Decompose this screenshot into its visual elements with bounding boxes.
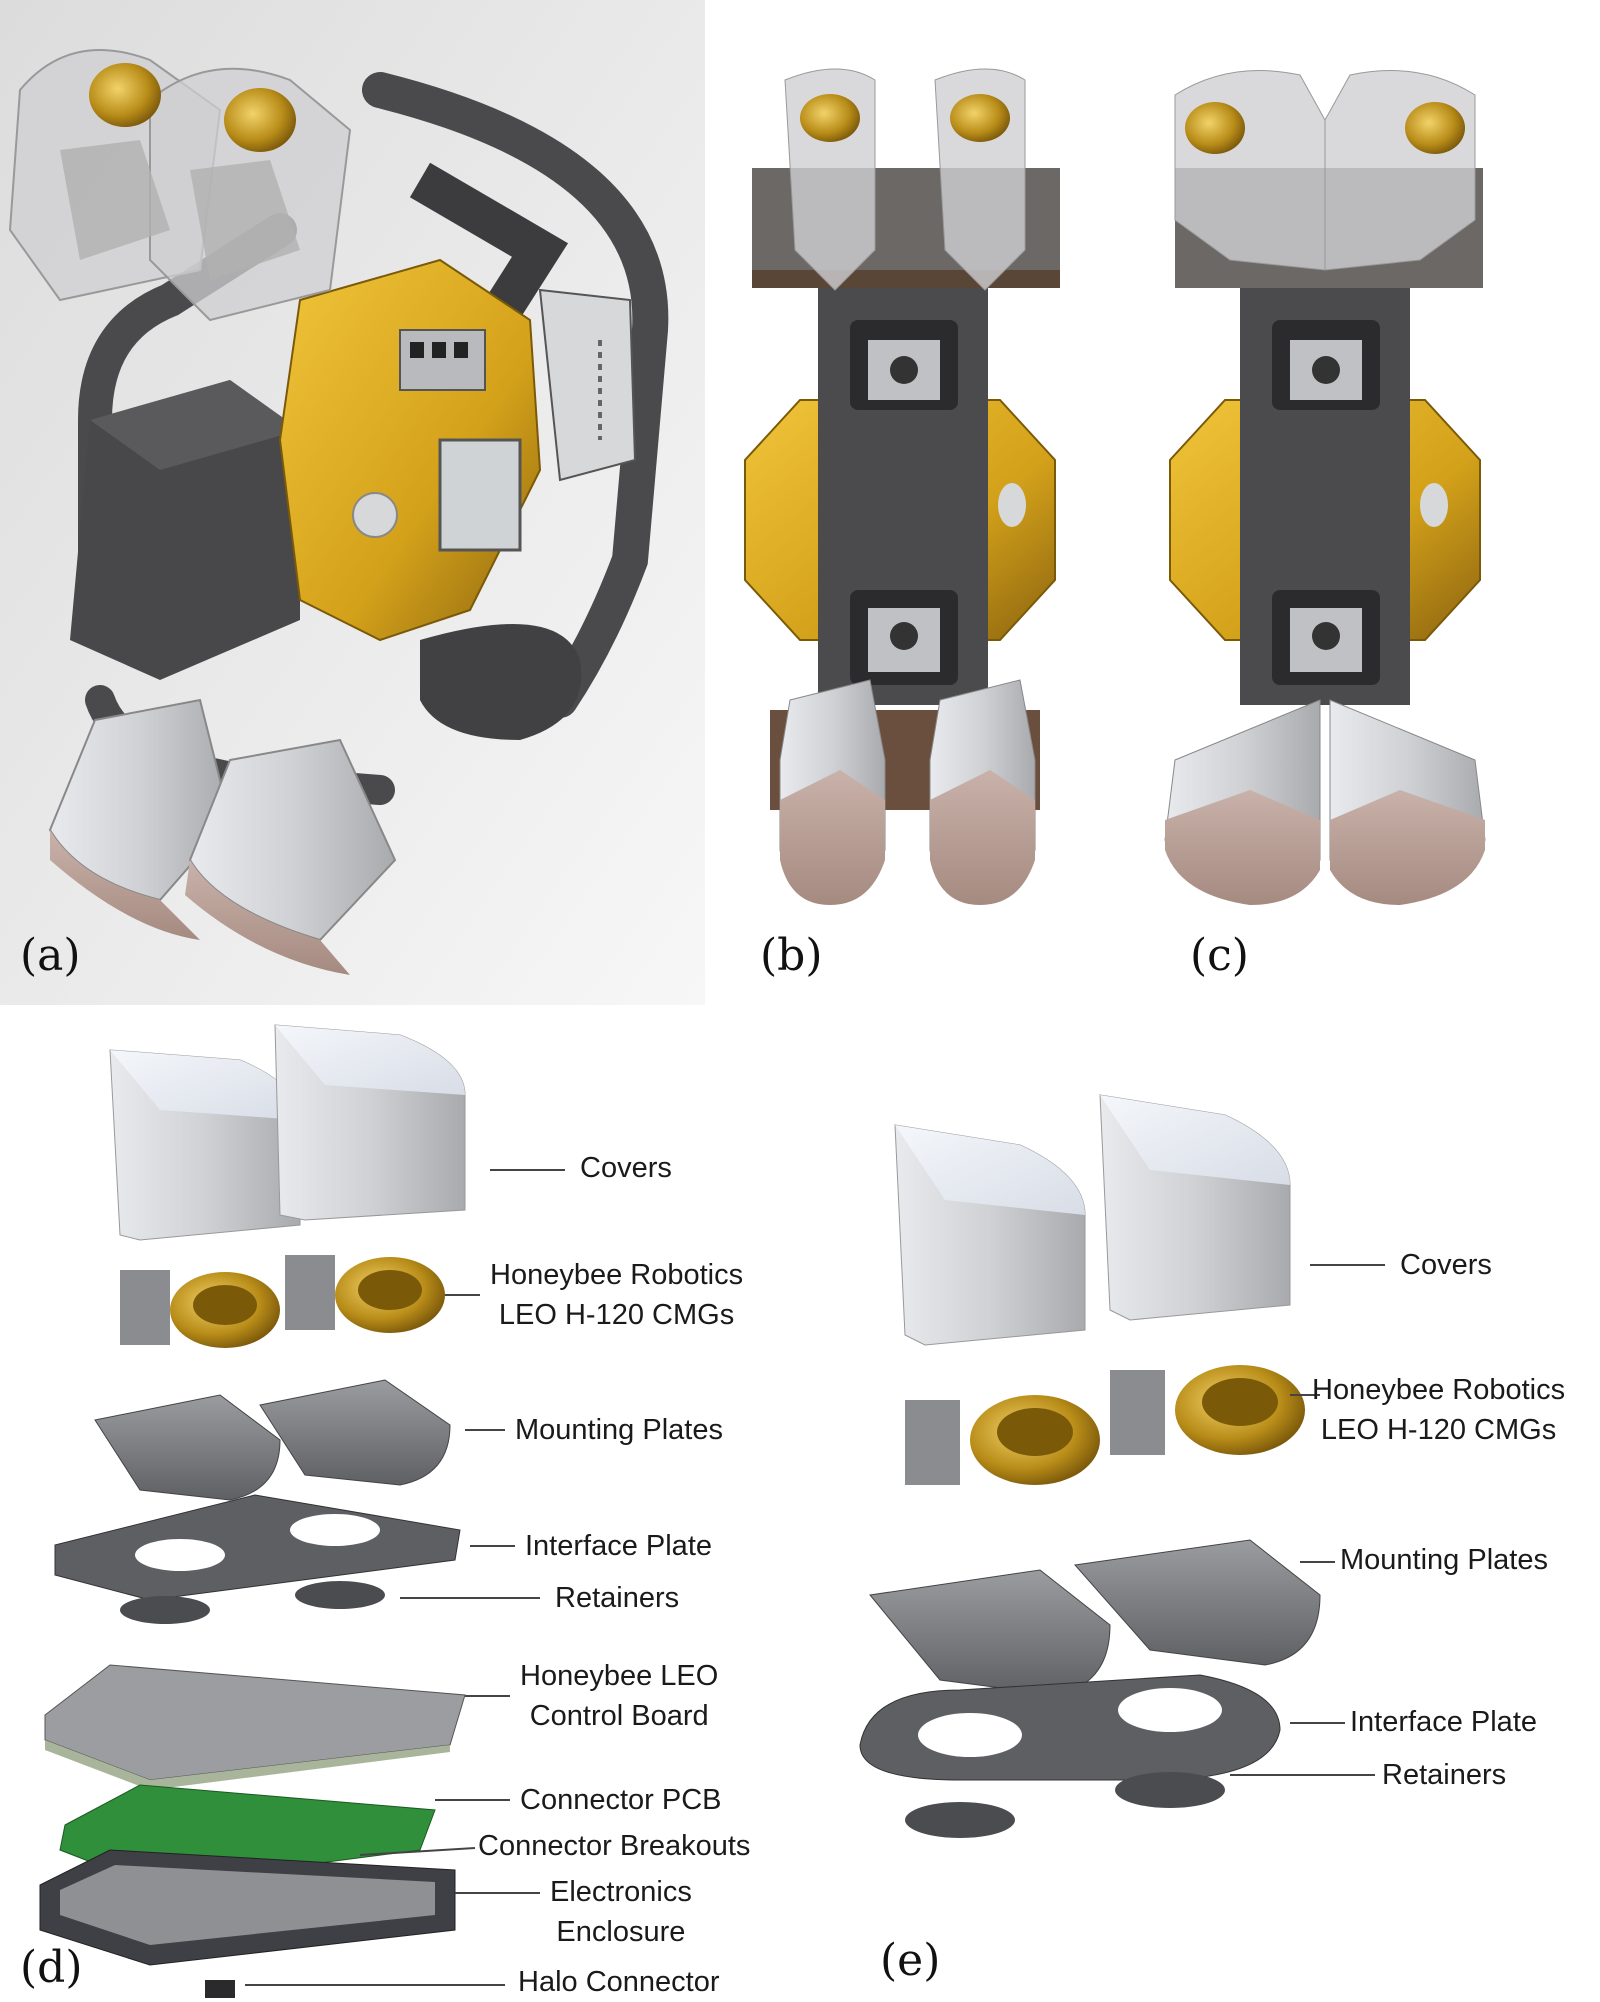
retainer-d-2: [295, 1581, 385, 1609]
side-disc-b: [998, 483, 1026, 527]
callout-d-halo-connector: Halo Connector: [518, 1966, 720, 1998]
frame-loop-left: [78, 213, 297, 617]
switch-panel: [399, 329, 486, 391]
retainer-e-2: [1115, 1772, 1225, 1808]
panel-d: (d): [20, 1024, 565, 1998]
callout-e-interface-plate: Interface Plate: [1350, 1706, 1537, 1738]
retainer-e-1: [905, 1802, 1015, 1838]
callout-d-mounting-plates: Mounting Plates: [515, 1414, 723, 1446]
callout-e-retainers: Retainers: [1382, 1759, 1507, 1791]
panel-label-e: (e): [880, 1935, 940, 1986]
panel-c: (c): [1164, 70, 1486, 981]
panel-label-a: (a): [20, 930, 81, 981]
mounting-plate-d-1: [94, 1394, 281, 1501]
callout-d-connector-pcb: Connector PCB: [520, 1784, 722, 1816]
callout-d-interface-plate: Interface Plate: [525, 1530, 712, 1562]
retainer-d-1: [120, 1596, 210, 1624]
mounting-plate-d-2: [259, 1379, 451, 1486]
callout-d-covers: Covers: [580, 1152, 672, 1184]
cmg-wheel-2: [224, 88, 296, 152]
interface-plate-d: [54, 1494, 461, 1601]
panel-label-b: (b): [760, 930, 823, 981]
callout-d-retainers: Retainers: [555, 1582, 680, 1614]
electronics-box: [538, 288, 637, 482]
mounting-plate-e-1: [869, 1569, 1111, 1696]
window: [438, 438, 522, 552]
callout-d-connector-breakouts: Connector Breakouts: [478, 1830, 751, 1862]
panel-label-d: (d): [20, 1942, 83, 1993]
cmg-wheel-1: [89, 63, 161, 127]
side-housing: [70, 380, 300, 680]
callout-e-covers: Covers: [1400, 1249, 1492, 1281]
side-disc-c: [1420, 483, 1448, 527]
control-board-d: [44, 1664, 466, 1781]
panel-e: (e): [859, 1094, 1385, 1986]
panel-label-c: (c): [1190, 930, 1249, 981]
mounting-plate-e-2: [1074, 1539, 1321, 1666]
dark-lobe: [420, 624, 582, 740]
panel-b: (b): [744, 68, 1060, 981]
port-disc: [352, 492, 398, 538]
halo-connector-d: [205, 1980, 235, 1998]
frame-loop-right: [362, 72, 669, 718]
callout-e-mounting-plates: Mounting Plates: [1340, 1544, 1548, 1576]
panel-a: (a): [0, 0, 705, 1005]
leader-d-breakouts: [359, 1847, 476, 1856]
